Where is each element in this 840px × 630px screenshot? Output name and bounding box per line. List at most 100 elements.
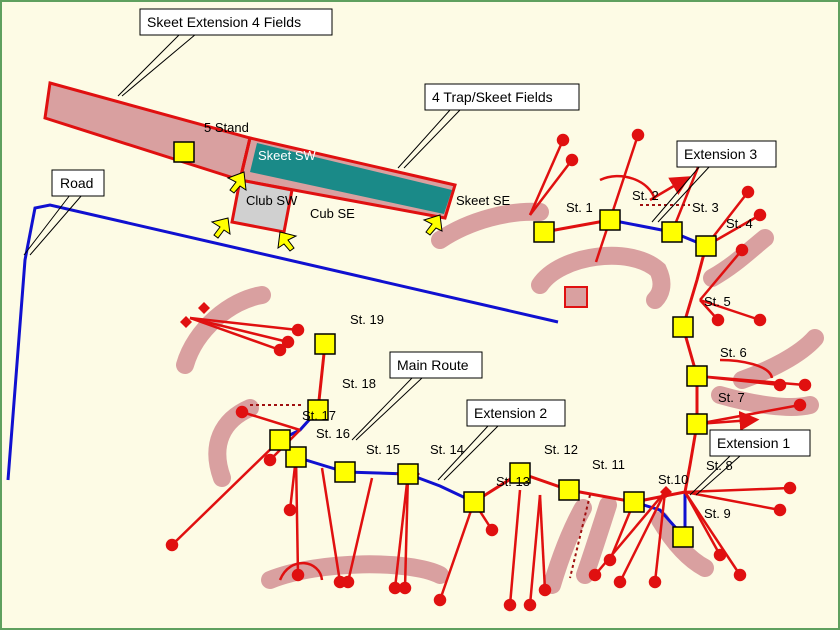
station-label: St. 19 [350,312,384,327]
red-dot-icon [485,523,499,537]
dashed-lines [250,204,690,579]
station-label: St. 15 [366,442,400,457]
station-label: St.10 [658,472,688,487]
station-label: St. 16 [316,426,350,441]
station-label: St. 7 [718,390,745,405]
cub-se-label: Cub SE [310,206,355,221]
yellow-square-icon [269,429,291,451]
callout-main-route: Main Route [397,357,469,373]
red-dot-icon [735,243,749,257]
red-dot-icon [783,481,797,495]
red-dot-icon [741,185,755,199]
stations [173,141,717,548]
callout-box [389,351,483,379]
station-label: St. 4 [726,216,753,231]
five-stand-label: 5 Stand [204,120,249,135]
red-dot-icon [433,593,447,607]
yellow-square-icon [509,462,531,484]
callout-box [466,399,566,427]
station-label: St. 9 [704,506,731,521]
yellow-square-icon [334,461,356,483]
skeet-se-label: Skeet SE [456,193,511,208]
callout-box [709,429,811,457]
berm-st12 [543,499,592,594]
berm-st11 [576,496,617,584]
berm-st6 [733,329,824,389]
callout-box [139,8,333,36]
red-dot-icon [588,568,602,582]
yellow-square-icon [661,221,683,243]
yellow-square-icon [463,491,485,513]
berm-left1 [176,286,271,374]
red-dot-icon [281,335,295,349]
red-dot-icon [398,581,412,595]
red-dot-icon [733,568,747,582]
callout-extension2: Extension 2 [474,405,547,421]
field-entry-arrows [210,171,443,252]
red-dot-icon [165,538,179,552]
red-dot-icon [711,313,725,327]
red-dot-icon [556,133,570,147]
yellow-square-icon [599,209,621,231]
berm-st4 [703,229,774,287]
red-dot-icon [713,548,727,562]
red-dot-icon [235,405,249,419]
yellow-square-icon [686,365,708,387]
yellow-square-icon [686,413,708,435]
red-dot-icon [753,208,767,222]
station-label: St. 13 [496,474,530,489]
callout-extension3: Extension 3 [684,146,757,162]
red-dot-icon [291,323,305,337]
berm-center [531,246,671,309]
red-dot-icon [273,343,287,357]
red-dot-icon [263,453,277,467]
red-dot-icon [503,598,517,612]
callout-box [676,140,777,168]
yellow-square-icon [285,446,307,468]
road-line [6,203,559,481]
club-sw-label: Club SW [246,193,298,208]
berm-st9 [651,511,714,577]
station-label: St. 11 [592,457,625,472]
station-label: St. 8 [706,458,733,473]
callout-road: Road [60,175,93,191]
club-sw-field [230,178,294,234]
station-label: St. 18 [342,376,376,391]
callout-box [51,169,105,197]
callout-leaders [23,33,741,496]
station-label: St. 3 [692,200,719,215]
yellow-square-icon [672,526,694,548]
red-dot-icon [333,575,347,589]
target-lines [165,128,812,612]
red-dot-icon [753,313,767,327]
station-label: St. 1 [566,200,593,215]
red-dot-icon [648,575,662,589]
red-dot-icon [773,503,787,517]
red-dot-icon [631,128,645,142]
station-label: St. 6 [720,345,747,360]
station-label: St. 17 [302,408,336,423]
yellow-square-icon [672,316,694,338]
yellow-square-icon [173,141,195,163]
red-dot-icon [538,583,552,597]
berm-square [564,286,588,308]
yellow-arrow-icon [277,231,298,252]
red-dot-icon [291,568,305,582]
skeet-sw-label: Skeet SW [258,148,317,163]
yellow-arrow-icon [422,214,443,236]
callout-skeet-extension: Skeet Extension 4 Fields [147,14,301,30]
red-dot-icon [565,153,579,167]
yellow-square-icon [533,221,555,243]
callouts: Skeet Extension 4 Fields 4 Trap/Skeet Fi… [51,8,811,457]
red-dot-icon [613,575,627,589]
station-label: St. 12 [544,442,578,457]
yellow-square-icon [558,479,580,501]
red-dot-icon [603,553,617,567]
skeet-sw-field [250,143,452,214]
station-label: St. 2 [632,188,659,203]
yellow-square-icon [314,333,336,355]
red-dot-icon [793,398,807,412]
station-labels: St. 1 St. 2 St. 3 St. 4 St. 5 St. 6 St. … [302,188,753,521]
